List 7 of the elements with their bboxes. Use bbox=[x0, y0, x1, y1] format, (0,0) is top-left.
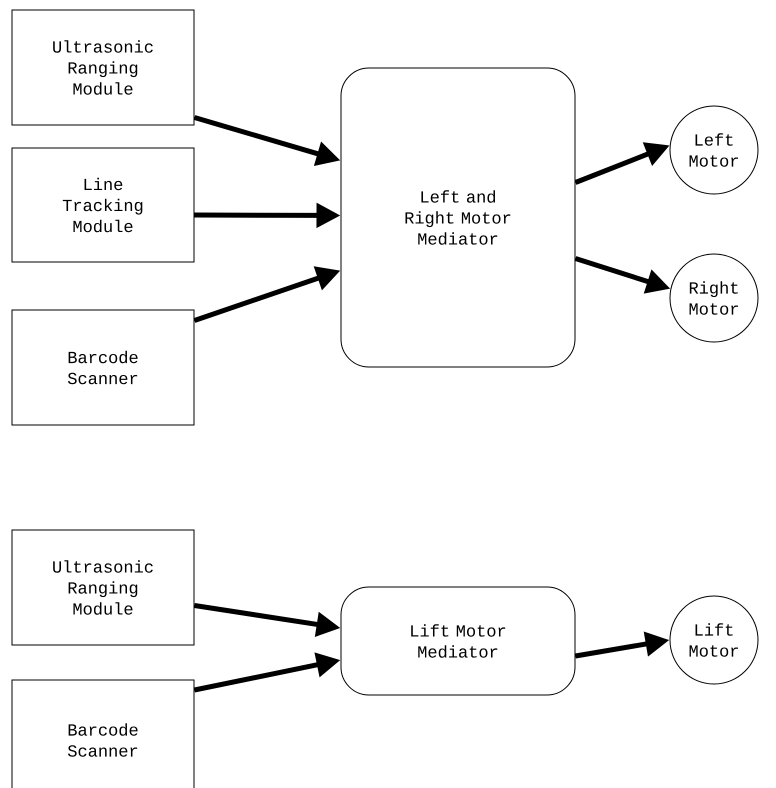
mediator-box: Lift Motor Mediator bbox=[340, 586, 576, 696]
mediator-box: Left and Right Motor Mediator bbox=[340, 68, 576, 368]
module-box: Barcode Scanner bbox=[12, 680, 194, 788]
module-box: Ultrasonic Ranging Module bbox=[12, 530, 194, 646]
module-box: Line Tracking Module bbox=[12, 148, 194, 262]
module-box: Barcode Scanner bbox=[12, 310, 194, 426]
module-box: Ultrasonic Ranging Module bbox=[12, 10, 194, 126]
